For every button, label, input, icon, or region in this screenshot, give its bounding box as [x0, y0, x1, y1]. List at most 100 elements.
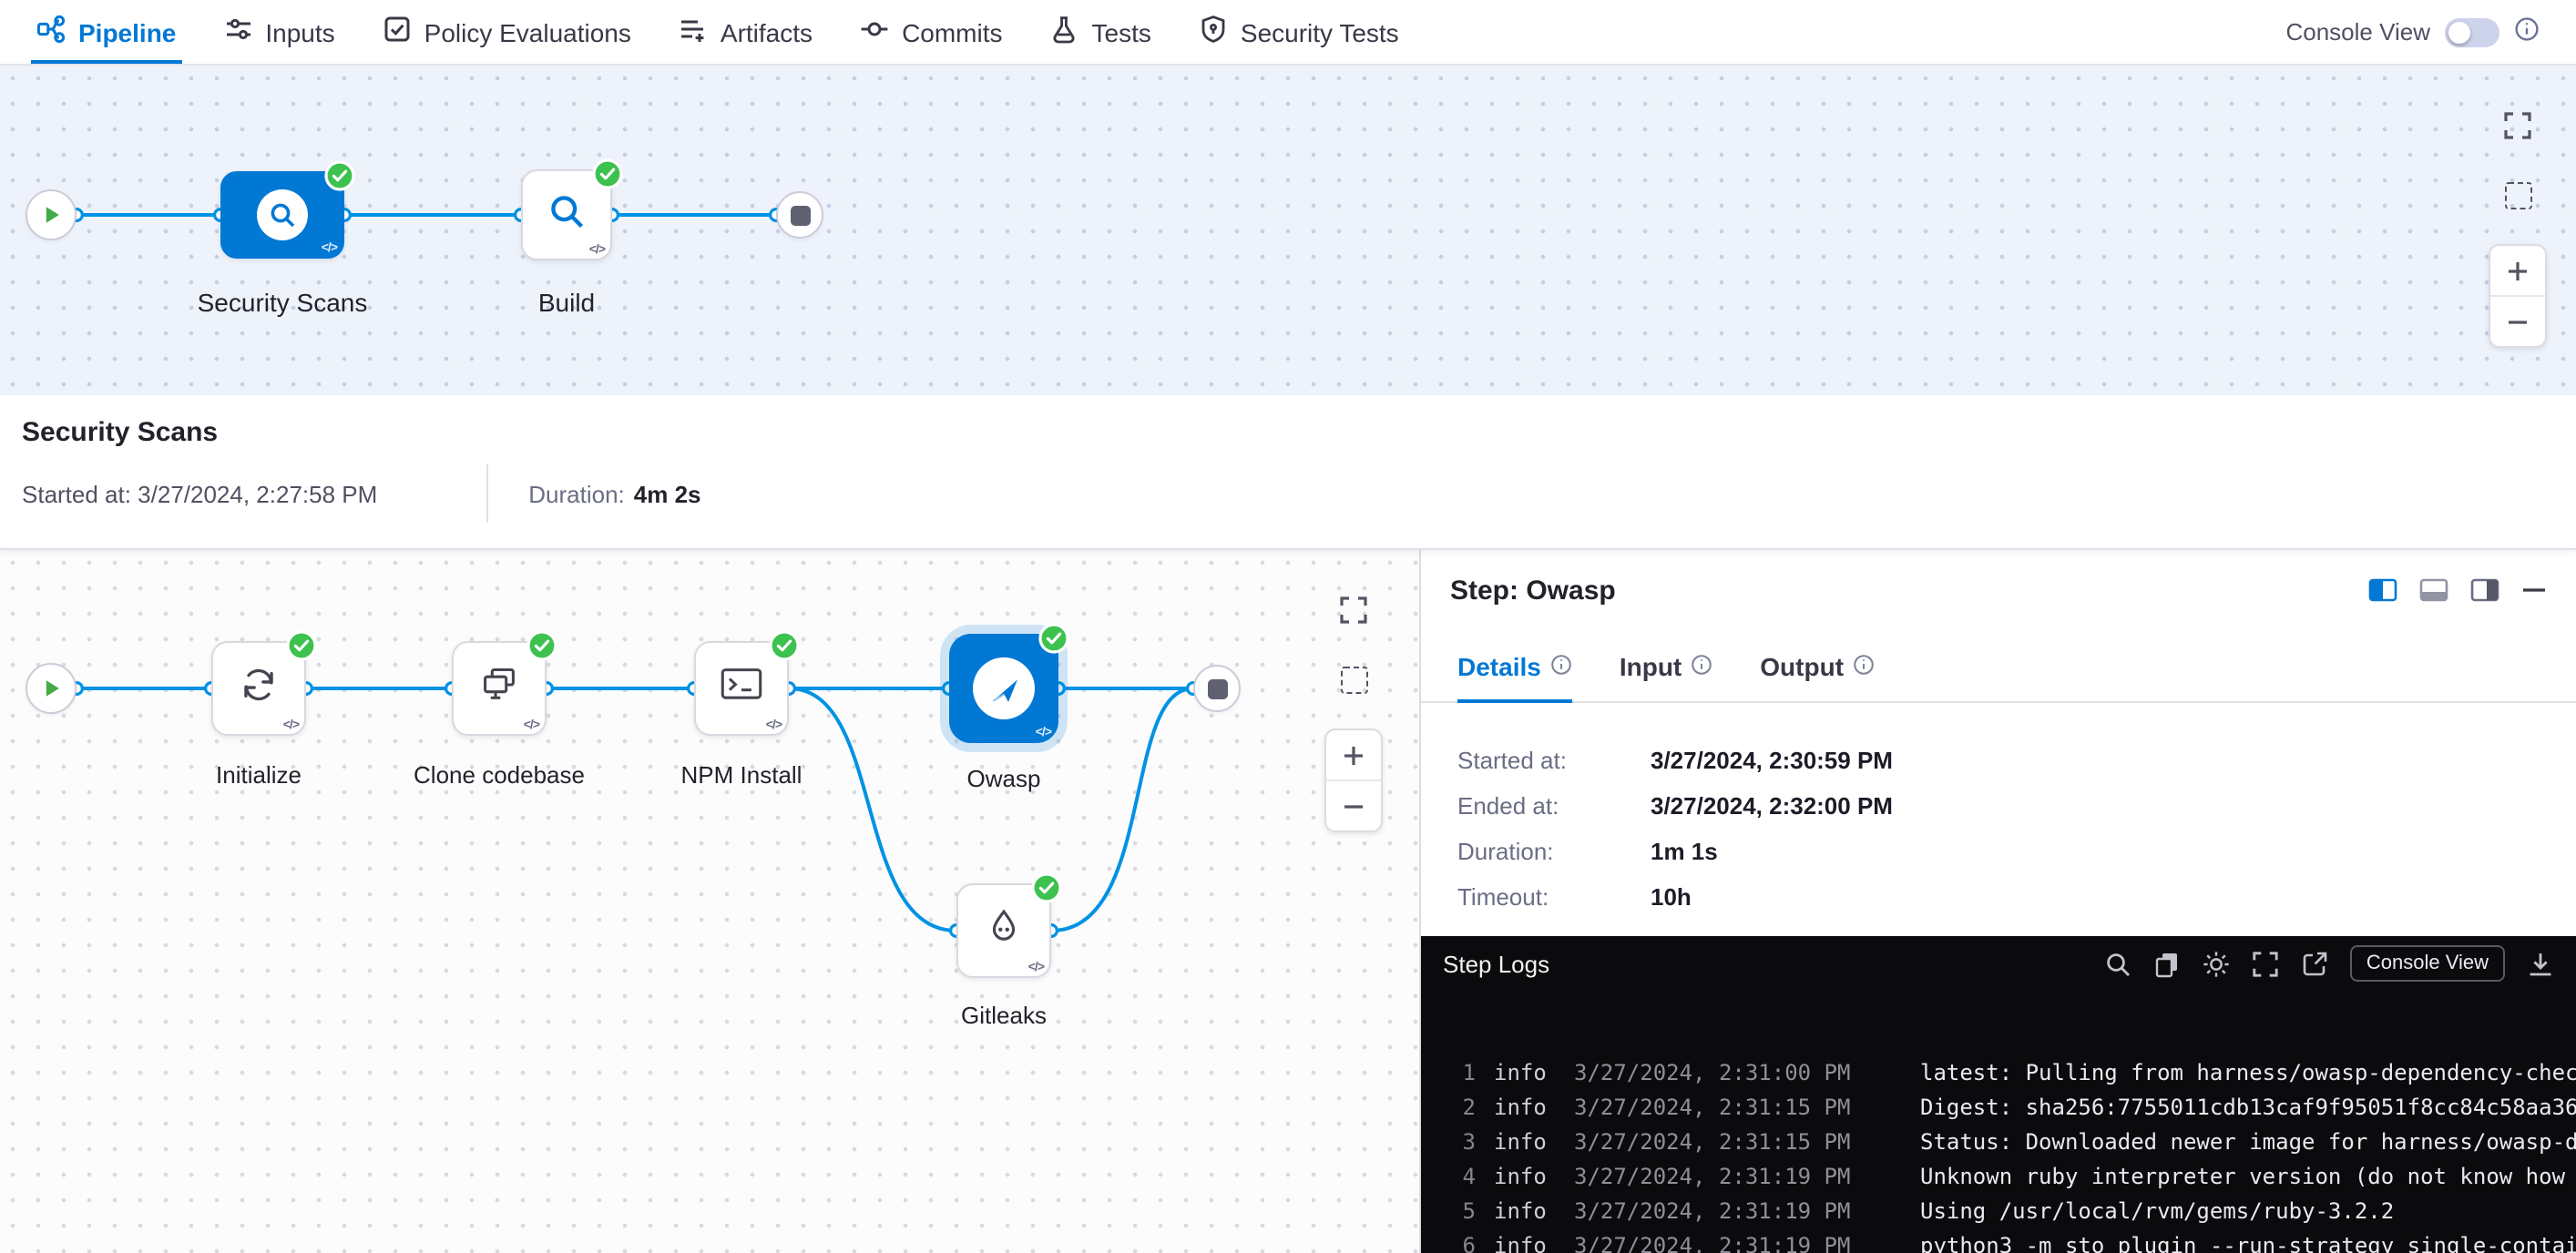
log-timestamp: 3/27/2024, 2:31:15 PM: [1574, 1091, 1895, 1126]
nav-tab-label: Pipeline: [78, 17, 176, 46]
log-line-number: 1: [1421, 1056, 1476, 1091]
success-check-icon: [1038, 623, 1069, 654]
step-node-npm-install[interactable]: </>: [694, 641, 789, 736]
step-start-node[interactable]: [26, 663, 77, 714]
log-timestamp: 3/27/2024, 2:31:15 PM: [1574, 1126, 1895, 1160]
fullscreen-icon[interactable]: [2252, 950, 2279, 977]
step-graph-controls: [1324, 590, 1383, 832]
stage-info-bar: Security Scans Started at: 3/27/2024, 2:…: [0, 395, 2576, 550]
nav-tab-tests[interactable]: Tests: [1050, 0, 1151, 64]
log-timestamp: 3/27/2024, 2:31:00 PM: [1574, 1056, 1895, 1091]
stop-icon: [1207, 678, 1227, 698]
step-node-gitleaks[interactable]: </>: [956, 883, 1051, 978]
policy-check-icon: [383, 15, 412, 49]
code-marker: </>: [766, 719, 782, 732]
marquee-icon: [2504, 181, 2531, 209]
stage-label: Build: [475, 288, 658, 317]
tab-input[interactable]: Input: [1620, 630, 1712, 701]
step-panel-header: Step: Owasp: [1421, 550, 2576, 630]
zoom-out-button[interactable]: [1326, 781, 1381, 830]
success-check-icon: [769, 630, 800, 661]
info-icon: [1691, 651, 1712, 680]
fullscreen-button[interactable]: [1334, 590, 1374, 630]
info-icon[interactable]: [2514, 16, 2540, 47]
search-icon[interactable]: [2104, 950, 2131, 977]
stage-started-at: Started at: 3/27/2024, 2:27:58 PM: [22, 480, 377, 507]
copy-icon[interactable]: [2153, 950, 2181, 977]
stage-start-node[interactable]: [26, 189, 77, 240]
log-message: Using /usr/local/rvm/gems/ruby-3.2.2: [1920, 1195, 2576, 1229]
log-line: 2info3/27/2024, 2:31:15 PMDigest: sha256…: [1421, 1091, 2576, 1126]
stage-node-security-scans[interactable]: </>: [220, 171, 344, 259]
step-end-node[interactable]: [1193, 665, 1241, 712]
step-node-owasp[interactable]: </>: [949, 634, 1058, 743]
stage-graph-canvas[interactable]: </> Security Scans </> Build: [0, 66, 2576, 395]
security-scan-icon: [257, 189, 308, 240]
log-line: 3info3/27/2024, 2:31:15 PMStatus: Downlo…: [1421, 1126, 2576, 1160]
clone-icon: [479, 664, 519, 713]
step-label: Clone codebase: [372, 761, 627, 789]
stage-node-build[interactable]: </>: [521, 169, 612, 260]
detail-label: Timeout:: [1457, 883, 1651, 911]
tab-output[interactable]: Output: [1760, 630, 1875, 701]
detail-label: Ended at:: [1457, 792, 1651, 820]
marquee-select-button[interactable]: [1334, 659, 1374, 699]
layout-bottom-icon[interactable]: [2419, 576, 2448, 605]
zoom-in-button[interactable]: [1326, 730, 1381, 781]
nav-tab-artifacts[interactable]: Artifacts: [679, 0, 813, 64]
code-marker: </>: [1028, 962, 1044, 974]
log-timestamp: 3/27/2024, 2:31:19 PM: [1574, 1195, 1895, 1229]
gear-icon[interactable]: [2203, 950, 2230, 977]
code-marker: </>: [589, 244, 605, 257]
nav-tab-security-tests[interactable]: Security Tests: [1199, 0, 1399, 64]
refresh-icon: [239, 664, 279, 713]
zoom-controls: [2489, 244, 2547, 348]
step-node-initialize[interactable]: </>: [211, 641, 306, 736]
tab-label: Input: [1620, 651, 1682, 680]
play-icon: [40, 677, 62, 699]
log-level: info: [1494, 1229, 1556, 1253]
step-logs-body[interactable]: 1 info 3/27/2024, 2:31:00 PM latest: Pullin…: [1421, 991, 2576, 1253]
step-label: Initialize: [149, 761, 368, 789]
nav-tab-label: Artifacts: [721, 17, 813, 46]
fullscreen-button[interactable]: [2498, 106, 2538, 146]
layout-right-icon[interactable]: [2470, 576, 2499, 605]
collapse-minus-icon[interactable]: [2521, 577, 2547, 603]
layout-split-icon[interactable]: [2368, 576, 2397, 605]
detail-value: 10h: [1651, 883, 1692, 911]
stage-label: Security Scans: [137, 288, 428, 317]
console-view-button[interactable]: Console View: [2350, 945, 2505, 982]
detail-value: 3/27/2024, 2:32:00 PM: [1651, 792, 1893, 820]
nav-tab-policy-evaluations[interactable]: Policy Evaluations: [383, 0, 631, 64]
console-view-toggle[interactable]: [2445, 17, 2499, 46]
external-link-icon[interactable]: [2301, 950, 2328, 977]
nav-tabs: Pipeline Inputs Policy Evaluations Artif…: [36, 0, 1399, 64]
info-icon: [1550, 651, 1572, 680]
nav-tab-label: Tests: [1092, 17, 1151, 46]
play-icon: [40, 204, 62, 226]
code-marker: </>: [283, 719, 299, 732]
nav-tab-label: Inputs: [265, 17, 334, 46]
download-icon[interactable]: [2527, 950, 2554, 977]
zoom-out-button[interactable]: [2490, 297, 2545, 346]
stage-end-node[interactable]: [776, 191, 823, 239]
step-node-clone-codebase[interactable]: </>: [452, 641, 547, 736]
step-graph-canvas[interactable]: </> Initialize </> Clone codebase </> NP…: [0, 550, 1421, 1253]
zoom-in-button[interactable]: [2490, 246, 2545, 297]
nav-tab-inputs[interactable]: Inputs: [223, 0, 334, 64]
gitleaks-icon: [984, 906, 1024, 955]
log-message: Unknown ruby interpreter version (do not…: [1920, 1160, 2576, 1195]
log-line-number: 2: [1421, 1091, 1476, 1126]
main-split: </> Initialize </> Clone codebase </> NP…: [0, 550, 2576, 1253]
nav-tab-pipeline[interactable]: Pipeline: [36, 0, 176, 64]
detail-label: Started at:: [1457, 747, 1651, 774]
top-nav: Pipeline Inputs Policy Evaluations Artif…: [0, 0, 2576, 66]
stage-title: Security Scans: [22, 417, 2540, 448]
nav-tab-commits[interactable]: Commits: [860, 0, 1002, 64]
marquee-select-button[interactable]: [2498, 175, 2538, 215]
tab-details[interactable]: Details: [1457, 630, 1572, 701]
log-message: latest: Pulling from harness/owasp-depen…: [1920, 1056, 2576, 1091]
step-label: Gitleaks: [894, 1002, 1113, 1029]
log-line-number: 6: [1421, 1229, 1476, 1253]
